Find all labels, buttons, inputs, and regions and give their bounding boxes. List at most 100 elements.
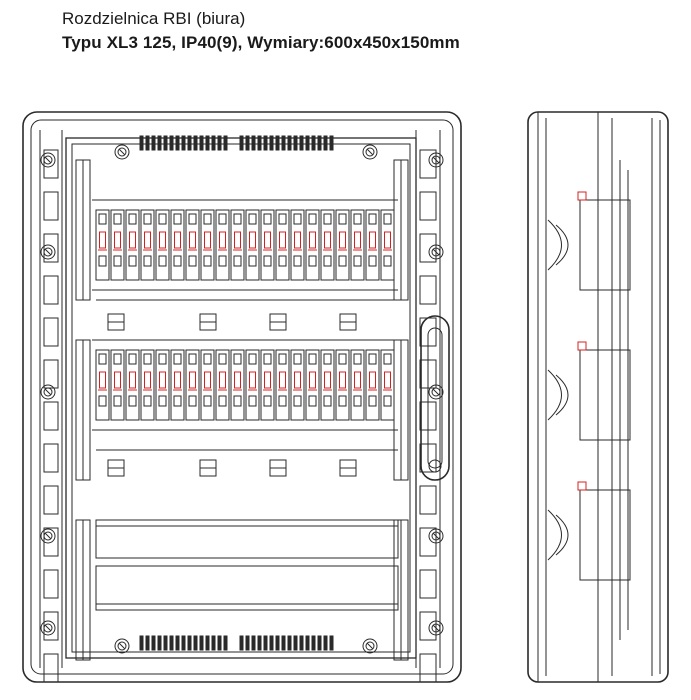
breaker-terminal [188, 255, 197, 267]
side-module-arc [555, 374, 569, 416]
breaker-toggle [114, 371, 121, 389]
vent-slot [299, 635, 304, 651]
vent-slot [275, 135, 280, 151]
breaker-module [260, 349, 275, 421]
vent-slot [205, 635, 210, 651]
breaker-toggle [279, 371, 286, 389]
screw-icon [362, 638, 378, 654]
breaker-terminal [308, 255, 317, 267]
breaker-terminal [218, 395, 227, 407]
breaker-terminal [128, 395, 137, 407]
breaker-terminal [278, 213, 287, 225]
breaker-toggle [339, 231, 346, 249]
vent-slot [281, 135, 286, 151]
breaker-module [155, 209, 170, 281]
side-module-arc [555, 224, 569, 266]
breaker-terminal [383, 353, 392, 365]
vent-slot [205, 135, 210, 151]
rail-slot [43, 443, 59, 473]
screw-slot [44, 388, 52, 396]
breaker-toggle [234, 231, 241, 249]
breaker-toggle [189, 371, 196, 389]
vent-slot [251, 135, 256, 151]
vent-slot [239, 135, 244, 151]
breaker-module [350, 349, 365, 421]
breaker-terminal [338, 213, 347, 225]
screw-icon [428, 620, 444, 636]
breaker-module [290, 209, 305, 281]
vent-slot [245, 135, 250, 151]
breaker-toggle [354, 231, 361, 249]
breaker-module [200, 349, 215, 421]
breaker-terminal [218, 255, 227, 267]
breaker-terminal [338, 395, 347, 407]
breaker-terminal [113, 213, 122, 225]
breaker-terminal [113, 395, 122, 407]
breaker-toggle [159, 371, 166, 389]
vent-slot [329, 635, 334, 651]
vent-slot [263, 635, 268, 651]
screw-head [431, 387, 441, 397]
vent-slot [169, 635, 174, 651]
rail-slot [43, 317, 59, 347]
breaker-terminal [263, 213, 272, 225]
vent-slot [163, 635, 168, 651]
breaker-terminal [98, 395, 107, 407]
breaker-terminal [173, 213, 182, 225]
breaker-toggle [264, 371, 271, 389]
breaker-terminal [233, 395, 242, 407]
breaker-toggle [324, 231, 331, 249]
breaker-terminal [113, 255, 122, 267]
breaker-module [305, 209, 320, 281]
breaker-module [245, 209, 260, 281]
screw-slot [432, 388, 440, 396]
breaker-module [350, 209, 365, 281]
rail-slot [43, 359, 59, 389]
breaker-module [275, 209, 290, 281]
title-line-2: Typu XL3 125, IP40(9), Wymiary:600x450x1… [62, 33, 460, 52]
screw-head [431, 531, 441, 541]
front-view [22, 111, 462, 683]
breaker-toggle [99, 371, 106, 389]
breaker-toggle [159, 231, 166, 249]
breaker-terminal [188, 395, 197, 407]
breaker-toggle [144, 371, 151, 389]
screw-head [43, 623, 53, 633]
screw-slot [432, 248, 440, 256]
side-module-arc [547, 509, 562, 561]
breaker-toggle [264, 231, 271, 249]
screw-slot [432, 532, 440, 540]
breaker-toggle [189, 231, 196, 249]
breaker-module [140, 209, 155, 281]
screw-icon [428, 152, 444, 168]
title-block: Rozdzielnica RBI (biura) Typu XL3 125, I… [62, 8, 460, 56]
breaker-module [365, 349, 380, 421]
vent-slot [299, 135, 304, 151]
breaker-terminal [293, 213, 302, 225]
side-module-arc [547, 369, 562, 421]
breaker-module [335, 209, 350, 281]
screw-icon [40, 384, 56, 400]
breaker-module [380, 349, 395, 421]
breaker-terminal [218, 213, 227, 225]
rail-slot [419, 653, 437, 683]
screw-head [117, 147, 127, 157]
screw-slot [44, 248, 52, 256]
side-view [527, 111, 669, 683]
vent-slot [193, 135, 198, 151]
vent-slot [305, 135, 310, 151]
breaker-toggle [129, 371, 136, 389]
vent-slot [269, 135, 274, 151]
screw-head [431, 247, 441, 257]
breaker-terminal [293, 395, 302, 407]
title-line-1: Rozdzielnica RBI (biura) [62, 9, 246, 28]
breaker-module [185, 349, 200, 421]
vent-slot [199, 135, 204, 151]
screw-icon [40, 528, 56, 544]
breaker-toggle [99, 231, 106, 249]
vent-slot [281, 635, 286, 651]
breaker-module [380, 209, 395, 281]
vent-slot [305, 635, 310, 651]
breaker-terminal [248, 255, 257, 267]
